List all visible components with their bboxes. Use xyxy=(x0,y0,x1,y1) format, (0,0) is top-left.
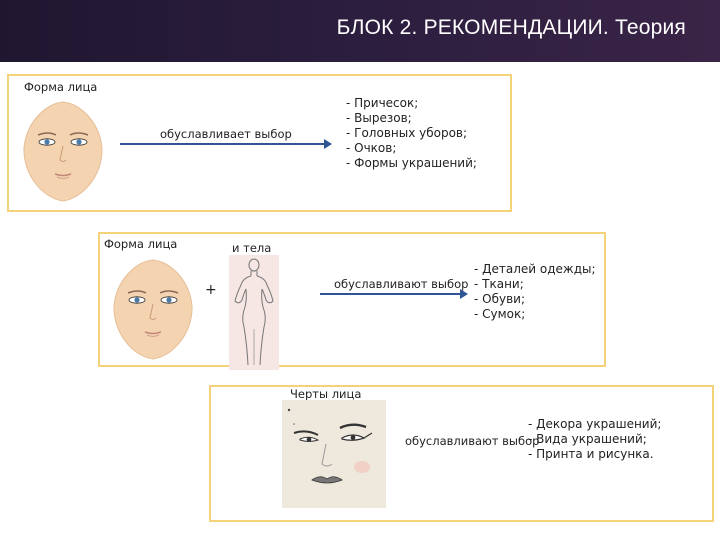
plus-sign: + xyxy=(205,282,217,298)
arrow-2 xyxy=(320,289,468,299)
arrow-1 xyxy=(120,139,332,149)
face-illustration xyxy=(23,101,103,202)
facial-features-illustration xyxy=(282,400,386,508)
list-item: - Формы украшений; xyxy=(346,156,477,170)
list-item: - Декора украшений; xyxy=(528,417,662,431)
list-item: - Вида украшений; xyxy=(528,432,647,446)
face-shape-label: Форма лица xyxy=(104,237,178,251)
facial-features-label: Черты лица xyxy=(290,387,362,401)
panel-face-body xyxy=(98,232,606,367)
recommendation-list-3: - Декора украшений; - Вида украшений; - … xyxy=(528,417,661,462)
verb-label-3: обуславливают выбор xyxy=(405,434,540,448)
list-item: - Сумок; xyxy=(474,307,526,321)
list-item: - Обуви; xyxy=(474,292,526,306)
list-item: - Вырезов; xyxy=(346,111,412,125)
title-bar: БЛОК 2. РЕКОМЕНДАЦИИ. Теория xyxy=(0,0,720,62)
list-item: - Принта и рисунка. xyxy=(528,447,654,461)
face-shape-label: Форма лица xyxy=(24,80,98,94)
body-shape-label: и тела xyxy=(232,241,272,255)
verb-label-2: обуславливают выбор xyxy=(334,277,469,291)
list-item: - Очков; xyxy=(346,141,397,155)
verb-label-1: обуславливает выбор xyxy=(160,127,292,141)
list-item: - Деталей одежды; xyxy=(474,262,596,276)
list-item: - Ткани; xyxy=(474,277,524,291)
face-illustration xyxy=(113,259,193,360)
body-silhouette-illustration xyxy=(229,255,279,370)
list-item: - Головных уборов; xyxy=(346,126,468,140)
recommendation-list-2: - Деталей одежды; - Ткани; - Обуви; - Су… xyxy=(474,262,596,322)
recommendation-list-1: - Причесок; - Вырезов; - Головных уборов… xyxy=(346,96,477,171)
page-title: БЛОК 2. РЕКОМЕНДАЦИИ. Теория xyxy=(336,16,686,39)
list-item: - Причесок; xyxy=(346,96,419,110)
